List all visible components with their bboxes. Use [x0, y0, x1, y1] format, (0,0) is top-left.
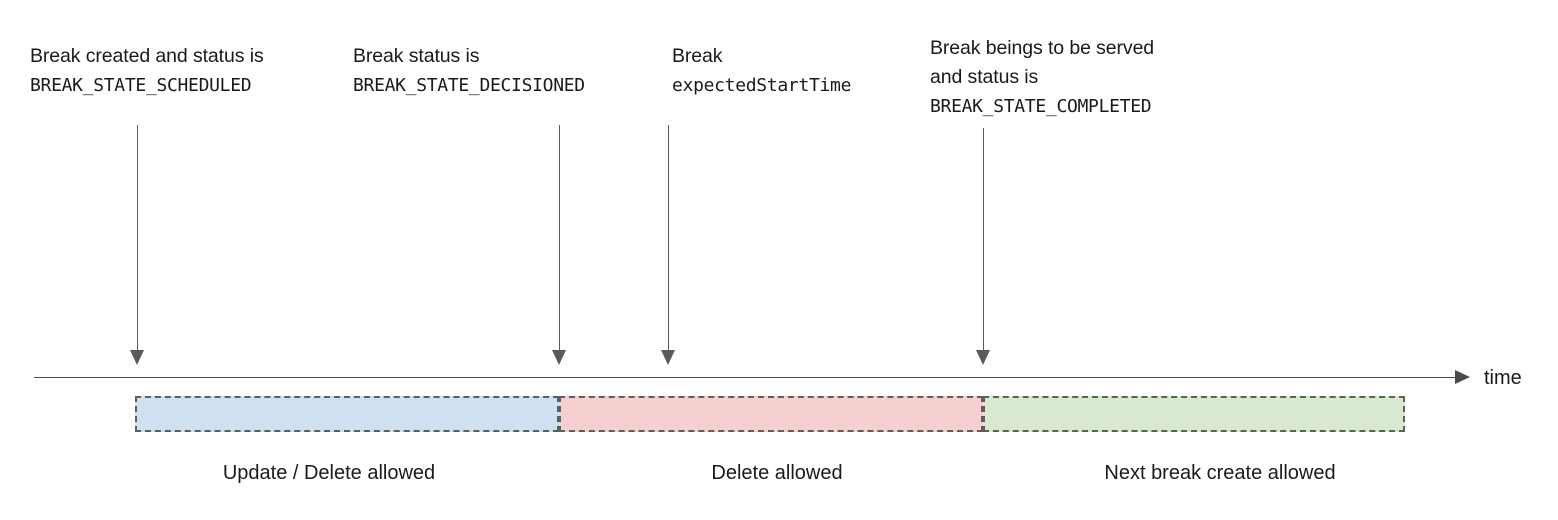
annotation-line: and status is	[930, 66, 1039, 88]
annotation-decisioned: Break status is BREAK_STATE_DECISIONED	[353, 42, 585, 100]
annotation-line: Break created and status is	[30, 45, 264, 67]
annotation-expected-start-time: Break expectedStartTime	[672, 42, 851, 100]
phase-bar-update-delete	[135, 396, 559, 432]
annotation-line: Break	[672, 45, 723, 67]
pointer-line-completed	[983, 128, 984, 351]
pointer-arrowhead-decisioned	[552, 350, 566, 365]
phase-bar-next-break	[983, 396, 1405, 432]
pointer-line-decisioned	[559, 125, 560, 351]
phase-caption-update-delete: Update / Delete allowed	[222, 462, 436, 484]
annotation-line-state: BREAK_STATE_DECISIONED	[353, 75, 585, 96]
phase-bar-delete	[559, 396, 983, 432]
arrow-right-icon	[1455, 370, 1470, 384]
annotation-line-state: BREAK_STATE_COMPLETED	[930, 96, 1152, 117]
time-axis-line	[34, 377, 1456, 378]
pointer-line-scheduled	[137, 125, 138, 351]
pointer-arrowhead-completed	[976, 350, 990, 365]
phase-caption-next-break: Next break create allowed	[1104, 462, 1336, 484]
annotation-scheduled: Break created and status is BREAK_STATE_…	[30, 42, 264, 100]
pointer-line-expected-start-time	[668, 125, 669, 351]
time-axis-label: time	[1484, 367, 1522, 389]
annotation-line: Break beings to be served	[930, 37, 1155, 59]
annotation-line-field: expectedStartTime	[672, 75, 852, 96]
annotation-completed: Break beings to be served and status is …	[930, 34, 1154, 121]
annotation-line: Break status is	[353, 45, 480, 67]
pointer-arrowhead-scheduled	[130, 350, 144, 365]
pointer-arrowhead-expected-start-time	[661, 350, 675, 365]
phase-caption-delete: Delete allowed	[711, 462, 843, 484]
annotation-line-state: BREAK_STATE_SCHEDULED	[30, 75, 252, 96]
